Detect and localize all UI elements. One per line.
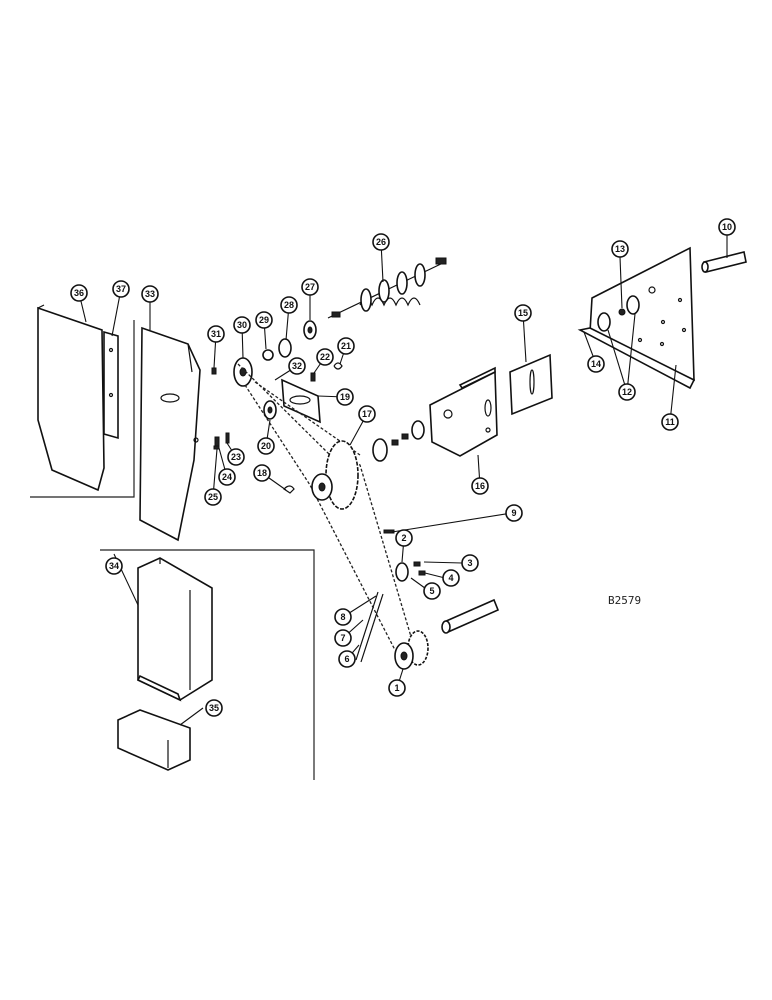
callout-4: 4 (442, 569, 460, 587)
callout-18: 18 (253, 464, 271, 482)
callout-21: 21 (337, 337, 355, 355)
callout-31-label: 31 (211, 329, 221, 339)
callout-27-label: 27 (305, 282, 315, 292)
callout-25-label: 25 (208, 492, 218, 502)
callout-37: 37 (112, 280, 130, 298)
callout-26-label: 26 (376, 237, 386, 247)
callout-33: 33 (141, 285, 159, 303)
callout-2: 2 (395, 529, 413, 547)
mounting-strip (103, 330, 119, 440)
callout-17-label: 17 (362, 409, 372, 419)
callout-3-label: 3 (467, 558, 472, 568)
callout-32-label: 32 (292, 361, 302, 371)
idler-bracket (281, 378, 321, 424)
tall-shield (139, 326, 201, 542)
adjuster-plate (509, 353, 553, 416)
callout-15: 15 (514, 304, 532, 322)
callout-12-label: 12 (622, 387, 632, 397)
callout-12: 12 (618, 383, 636, 401)
callout-7: 7 (334, 629, 352, 647)
clevis-pin (283, 485, 295, 494)
callout-20-label: 20 (261, 441, 271, 451)
callout-21-label: 21 (341, 341, 351, 351)
callout-35-label: 35 (209, 703, 219, 713)
callout-25: 25 (204, 488, 222, 506)
callout-24-label: 24 (222, 472, 232, 482)
callout-29: 29 (255, 311, 273, 329)
figure-code: B2579 (608, 594, 641, 607)
bolts-group-left (211, 367, 230, 450)
callout-1: 1 (388, 679, 406, 697)
callout-10: 10 (718, 218, 736, 236)
callout-32: 32 (288, 357, 306, 375)
callout-22-label: 22 (320, 352, 330, 362)
tensioner-assembly (383, 529, 426, 582)
callout-35: 35 (205, 699, 223, 717)
callout-36-label: 36 (74, 288, 84, 298)
callout-11-label: 11 (665, 417, 675, 427)
callout-33-label: 33 (145, 289, 155, 299)
callout-15-label: 15 (518, 308, 528, 318)
tension-rods (355, 591, 384, 663)
lower-shield-box (136, 557, 213, 702)
callout-11: 11 (661, 413, 679, 431)
callout-13-label: 13 (615, 244, 625, 254)
callout-30: 30 (233, 316, 251, 334)
callout-14-label: 14 (591, 359, 601, 369)
callout-20: 20 (257, 437, 275, 455)
callout-4-label: 4 (448, 573, 453, 583)
callout-5-label: 5 (429, 586, 434, 596)
callout-8-label: 8 (340, 612, 345, 622)
callout-18-label: 18 (257, 468, 267, 478)
large-sprocket (311, 440, 359, 510)
callout-7-label: 7 (340, 633, 345, 643)
callout-27: 27 (301, 278, 319, 296)
callout-19-label: 19 (340, 392, 350, 402)
callout-34: 34 (105, 557, 123, 575)
callout-14: 14 (587, 355, 605, 373)
callout-16: 16 (471, 477, 489, 495)
callout-8: 8 (334, 608, 352, 626)
side-panel (37, 304, 105, 492)
callout-28: 28 (280, 296, 298, 314)
callout-23-label: 23 (231, 452, 241, 462)
callout-29-label: 29 (259, 315, 269, 325)
small-hardware-middle (310, 362, 343, 382)
callout-1-label: 1 (394, 683, 399, 693)
section-frame-lines (30, 320, 315, 780)
callout-2-label: 2 (401, 533, 406, 543)
idler-sprocket (263, 400, 277, 420)
callout-3: 3 (461, 554, 479, 572)
callout-37-label: 37 (116, 284, 126, 294)
drive-shaft (701, 251, 747, 273)
callout-24: 24 (218, 468, 236, 486)
auger-shaft (327, 257, 447, 319)
callout-19: 19 (336, 388, 354, 406)
callout-13: 13 (611, 240, 629, 258)
callout-34-label: 34 (109, 561, 119, 571)
bearing-plate (429, 366, 498, 457)
lower-cover-plate (117, 709, 191, 771)
callout-16-label: 16 (475, 481, 485, 491)
middle-shaft-bearing (372, 420, 425, 462)
main-frame-plate (577, 246, 696, 390)
callout-17: 17 (358, 405, 376, 423)
callout-5: 5 (423, 582, 441, 600)
callout-30-label: 30 (237, 320, 247, 330)
spacer-tube (441, 598, 500, 634)
callout-31: 31 (207, 325, 225, 343)
callout-22: 22 (316, 348, 334, 366)
callout-9: 9 (505, 504, 523, 522)
lower-sprocket (394, 630, 429, 670)
callout-10-label: 10 (722, 222, 732, 232)
callout-6: 6 (338, 650, 356, 668)
callout-6-label: 6 (344, 654, 349, 664)
callout-26: 26 (372, 233, 390, 251)
callout-36: 36 (70, 284, 88, 302)
callout-9-label: 9 (511, 508, 516, 518)
callout-28-label: 28 (284, 300, 294, 310)
callout-23: 23 (227, 448, 245, 466)
